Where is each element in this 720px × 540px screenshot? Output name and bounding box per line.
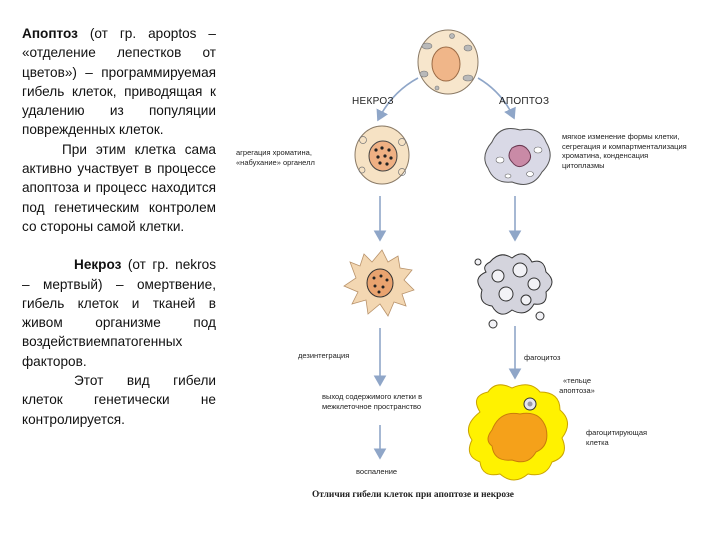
apoptosis-definition-text: (от гр. apoptos – «отделение лепестков о… (22, 26, 216, 138)
arrow-to-necrosis (376, 77, 419, 122)
disintegration-label: дезинтеграция (298, 351, 350, 360)
arrow-to-apoptosis (477, 77, 516, 120)
release-label: выход содержимого клетки в межклеточное … (322, 392, 423, 411)
description-column: Апоптоз (от гр. apoptos – «отделение леп… (22, 24, 216, 429)
phagocytic-cell (467, 384, 568, 481)
necrosis-definition-text: (от гр. nekros – мертвый) – омертвение, … (22, 257, 216, 369)
apoptosis-note: При этим клетка сама активно участвует в… (22, 141, 216, 234)
apoptotic-bodies-label: «тельце апоптоза» (559, 376, 595, 395)
apoptosis-term: Апоптоз (22, 26, 78, 41)
normal-cell (417, 29, 479, 95)
necrosis-note: Этот вид гибели клеток генетически не ко… (22, 373, 216, 427)
phagocytic-cell-label: фагоцитирующая клетка (586, 428, 648, 447)
necrotic-swollen-cell (354, 125, 410, 185)
necrosis-definition: Некроз (от гр. nekros – мертвый) – омерт… (22, 255, 216, 371)
necrosis-heading: НЕКРОЗ (352, 96, 394, 107)
apoptosis-stage1-label: мягкое изменение формы клетки, сегрегаци… (562, 132, 687, 170)
apoptosis-definition: Апоптоз (от гр. apoptos – «отделение леп… (22, 24, 216, 140)
apoptotic-shrinking-cell (484, 128, 551, 185)
apoptosis-heading: АПОПТОЗ (499, 96, 550, 107)
phagocytosis-label: фагоцитоз (524, 353, 561, 362)
necrosis-term: Некроз (74, 257, 122, 273)
diagram-caption: Отличия гибели клеток при апоптозе и нек… (312, 490, 514, 500)
apoptotic-bodies-cluster (474, 253, 553, 329)
inflammation-label: воспаление (356, 467, 398, 476)
necrotic-disintegrating-cell (343, 249, 415, 317)
necrosis-stage1-label: агрегация хроматина, «набухание» органел… (236, 148, 315, 167)
